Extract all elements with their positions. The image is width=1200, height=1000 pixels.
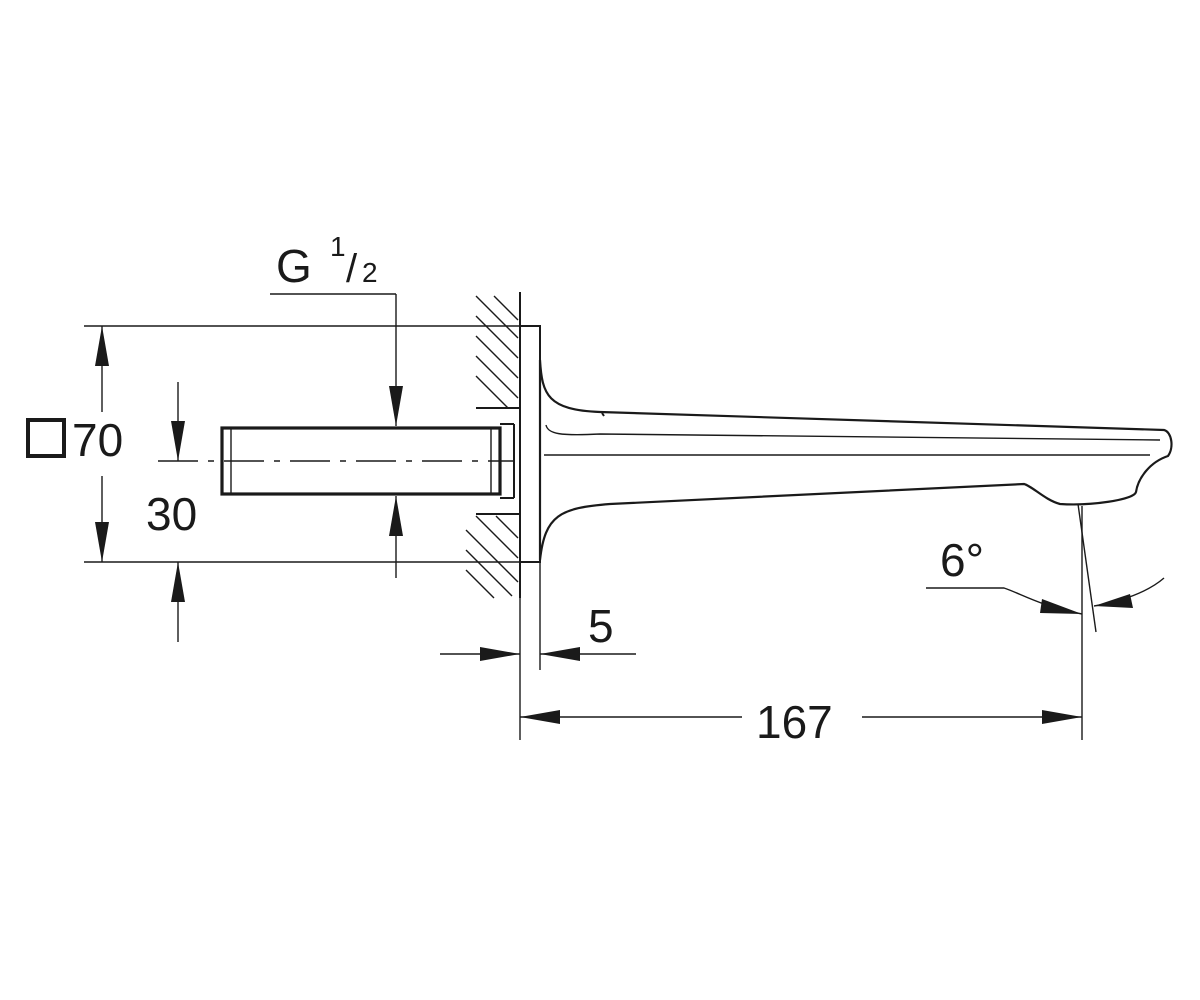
wall-flange bbox=[519, 325, 541, 563]
flange-size-dimension: 70 bbox=[26, 325, 520, 563]
thread-slash: / bbox=[346, 247, 358, 291]
spout-body bbox=[538, 359, 1173, 561]
pipe-offset-dimension: 30 bbox=[146, 382, 197, 642]
projection-dimension: 167 bbox=[519, 506, 1083, 748]
wall-hatching-top bbox=[475, 295, 519, 409]
connection-pipe bbox=[158, 423, 515, 499]
square-icon bbox=[26, 418, 66, 458]
flange-size-label: 70 bbox=[72, 414, 123, 466]
flange-thickness-dimension: 5 bbox=[440, 562, 636, 670]
wall bbox=[465, 292, 521, 599]
wall-hatching-bottom bbox=[465, 515, 519, 599]
thread-letter: G bbox=[276, 240, 312, 292]
outlet-angle-label: 6° bbox=[940, 534, 984, 586]
thread-dimension: G 1 / 2 bbox=[270, 231, 403, 578]
pipe-offset-label: 30 bbox=[146, 488, 197, 540]
projection-label: 167 bbox=[756, 696, 833, 748]
thread-denominator: 2 bbox=[362, 257, 378, 288]
outlet-angle-dimension: 6° bbox=[926, 503, 1165, 633]
thread-numerator: 1 bbox=[330, 231, 346, 262]
flange-thickness-label: 5 bbox=[588, 600, 614, 652]
